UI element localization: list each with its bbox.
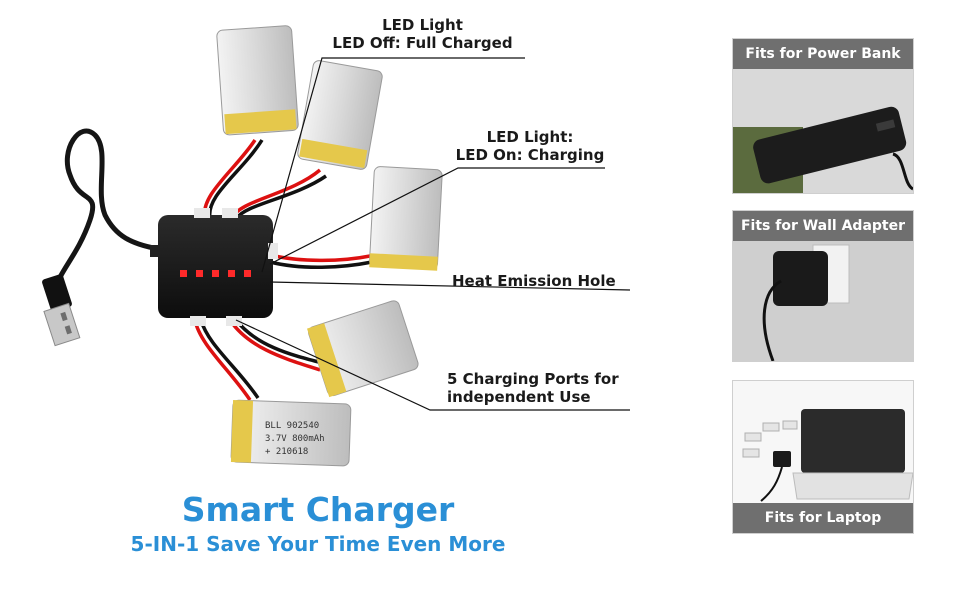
callout-led-off-line1: LED Light (382, 16, 463, 34)
usb-plug-housing (42, 274, 72, 312)
panel-power-bank-caption: Fits for Power Bank (733, 39, 913, 69)
panel-wall-adapter: Fits for Wall Adapter (732, 210, 914, 362)
battery-5-label-spec: 3.7V 800mAh (265, 434, 325, 444)
battery-5 (230, 399, 352, 467)
battery-3 (369, 166, 443, 271)
battery-5-label-code: + 210618 (265, 447, 308, 457)
callout-ports-line2: independent Use (447, 388, 591, 406)
callout-led-off-line2: LED Off: Full Charged (332, 34, 513, 52)
charger-hub (150, 208, 278, 326)
battery-5-label-model: BLL 902540 (265, 421, 319, 431)
headline-title: Smart Charger (181, 490, 455, 529)
callout-led-off: LED Light LED Off: Full Charged (330, 16, 515, 52)
panel-power-bank: Fits for Power Bank (732, 38, 914, 194)
battery-2 (297, 60, 383, 170)
callout-ports-line1: 5 Charging Ports for (447, 370, 619, 388)
panel-laptop: Fits for Laptop (732, 380, 914, 534)
panel-wall-adapter-caption: Fits for Wall Adapter (733, 211, 913, 241)
panel-laptop-caption: Fits for Laptop (733, 503, 913, 533)
callout-heat-hole: Heat Emission Hole (452, 272, 616, 290)
callout-charging-ports: 5 Charging Ports for independent Use (447, 370, 619, 406)
callout-led-on-line1: LED Light: (486, 128, 574, 146)
callout-led-on: LED Light: LED On: Charging (450, 128, 610, 164)
callout-led-on-line2: LED On: Charging (455, 146, 605, 164)
battery-4 (307, 300, 419, 398)
headline-subtitle: 5-IN-1 Save Your Time Even More (130, 532, 506, 556)
battery-1 (216, 25, 299, 136)
usb-plug-metal (43, 302, 81, 347)
usb-cable (52, 128, 168, 293)
led-row (180, 270, 251, 277)
